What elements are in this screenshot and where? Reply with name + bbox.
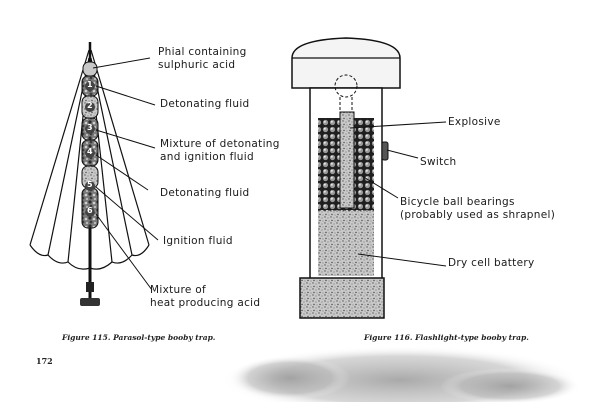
caption-figure-115: Figure 115. Parasol-type booby trap. bbox=[62, 333, 216, 342]
parasol-charge-column bbox=[81, 61, 99, 229]
label-bearings-line-2: (probably used as shrapnel) bbox=[400, 209, 556, 221]
label-phial-line-1: Phial containing bbox=[158, 46, 247, 58]
label-detonating-fluid-2: Detonating fluid bbox=[160, 187, 250, 199]
flashlight-head bbox=[291, 37, 401, 89]
label-dry-cell-battery: Dry cell battery bbox=[448, 257, 535, 269]
label-mixture-line-2: and ignition fluid bbox=[160, 151, 254, 163]
parasol-grip bbox=[80, 298, 100, 306]
segment-number-5: 5 bbox=[87, 180, 93, 189]
flashlight-end-cap bbox=[299, 277, 385, 319]
explosive-core bbox=[339, 111, 355, 209]
label-detonating-fluid-1: Detonating fluid bbox=[160, 98, 250, 110]
label-heat-line-1: Mixture of bbox=[150, 284, 206, 296]
label-ignition-fluid: Ignition fluid bbox=[163, 235, 233, 247]
label-switch: Switch bbox=[420, 156, 457, 168]
label-heat-producing-acid: Mixture of heat producing acid bbox=[150, 284, 260, 310]
segment-number-4: 4 bbox=[87, 147, 93, 156]
page-number: 172 bbox=[36, 356, 53, 366]
label-mixture-line-1: Mixture of detonating bbox=[160, 138, 280, 150]
label-mixture-detonating-ignition: Mixture of detonating and ignition fluid bbox=[160, 138, 280, 164]
flashlight-drawing bbox=[291, 37, 447, 319]
segment-number-3: 3 bbox=[87, 123, 93, 132]
caption-figure-116: Figure 116. Flashlight-type booby trap. bbox=[364, 333, 529, 342]
segment-number-6: 6 bbox=[87, 206, 93, 215]
flashlight-leaders bbox=[349, 121, 447, 267]
label-explosive: Explosive bbox=[448, 116, 501, 128]
segment-number-2: 2 bbox=[87, 101, 93, 110]
label-heat-line-2: heat producing acid bbox=[150, 297, 261, 309]
parasol-leaders bbox=[92, 57, 159, 291]
flashlight-switch bbox=[381, 141, 389, 161]
label-phial: Phial containing sulphuric acid bbox=[158, 46, 247, 72]
flashlight-bulb bbox=[334, 74, 358, 98]
label-bearings-line-1: Bicycle ball bearings bbox=[400, 196, 515, 208]
battery-fill bbox=[318, 210, 374, 276]
parasol-drawing bbox=[29, 42, 159, 306]
label-ball-bearings: Bicycle ball bearings (probably used as … bbox=[400, 196, 555, 222]
label-phial-line-2: sulphuric acid bbox=[158, 59, 236, 71]
segment-number-1: 1 bbox=[87, 80, 93, 89]
